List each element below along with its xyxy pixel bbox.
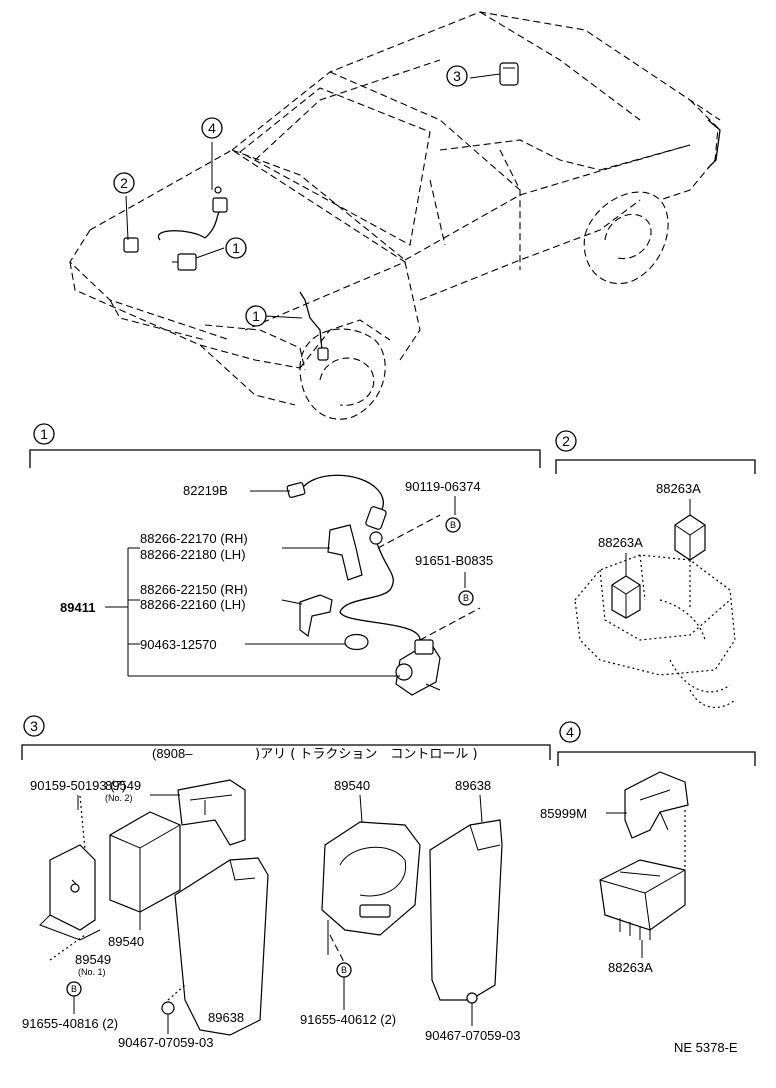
part-89411: 89411 — [60, 600, 95, 615]
svg-text:2: 2 — [120, 175, 128, 191]
svg-text:1: 1 — [232, 240, 240, 256]
car-callout-4: 4 — [201, 117, 223, 139]
part-89549-no2-note: (No. 2) — [105, 793, 133, 803]
section-3-header-text: )アリ ( トラクション コントロール ) — [255, 747, 478, 762]
part-89549-no2: 89549 — [105, 778, 141, 793]
section-2-label: 2 — [562, 433, 570, 449]
car-callout-1a: 1 — [225, 237, 247, 259]
part-88263a: 88263A — [608, 960, 653, 975]
section-1-label: 1 — [40, 426, 48, 442]
part-89549-no1: 89549 — [75, 952, 111, 967]
section-1: 1 82219B 90119-06374 B 88266-22170 (RH) … — [29, 423, 541, 696]
svg-text:3: 3 — [453, 68, 461, 84]
part-90159-50193: 90159-50193 (7) — [30, 778, 126, 793]
car-callout-3: 3 — [446, 65, 468, 87]
car-illustration — [69, 11, 721, 420]
part-90463-12570: 90463-12570 — [140, 637, 217, 652]
svg-text:B: B — [450, 520, 456, 530]
part-88266-22180: 88266-22180 (LH) — [140, 547, 246, 562]
section-3-label: 3 — [30, 718, 38, 734]
part-91655-40612: 91655-40612 (2) — [300, 1012, 396, 1027]
car-callout-1b: 1 — [245, 305, 267, 327]
part-90467-07059-03-left: 90467-07059-03 — [118, 1035, 213, 1050]
part-91655-40816: 91655-40816 (2) — [22, 1016, 118, 1031]
part-89638-left: 89638 — [208, 1010, 244, 1025]
svg-text:B: B — [463, 593, 469, 603]
svg-text:B: B — [71, 984, 77, 994]
part-88263a-lower: 88263A — [598, 535, 643, 550]
part-88266-22150: 88266-22150 (RH) — [140, 582, 248, 597]
car-callout-2: 2 — [113, 172, 135, 194]
part-90119-06374: 90119-06374 — [405, 479, 481, 494]
section-3: 3 (8908– )アリ ( トラクション コントロール ) B — [21, 715, 551, 1050]
part-89549-no1-note: (No. 1) — [78, 967, 106, 977]
part-90467-07059-03-right: 90467-07059-03 — [425, 1028, 520, 1043]
section-2: 2 88263A 88263A — [555, 430, 756, 708]
part-91651-b0835: 91651-B0835 — [415, 553, 493, 568]
svg-text:1: 1 — [252, 308, 260, 324]
part-82219b: 82219B — [183, 483, 228, 498]
section-4: 4 85999M 88263A — [540, 721, 756, 975]
part-89540-left: 89540 — [108, 934, 144, 949]
figure-code: NE 5378-E — [674, 1040, 738, 1055]
svg-text:4: 4 — [208, 120, 216, 136]
svg-text:B: B — [341, 965, 347, 975]
part-88263a-upper: 88263A — [656, 481, 701, 496]
part-89638-right: 89638 — [455, 778, 491, 793]
section-3-header-code: (8908– — [152, 746, 193, 761]
part-85999m: 85999M — [540, 806, 587, 821]
part-88266-22170: 88266-22170 (RH) — [140, 531, 248, 546]
section-4-label: 4 — [566, 724, 574, 740]
part-88266-22160: 88266-22160 (LH) — [140, 597, 246, 612]
part-89540-mid: 89540 — [334, 778, 370, 793]
